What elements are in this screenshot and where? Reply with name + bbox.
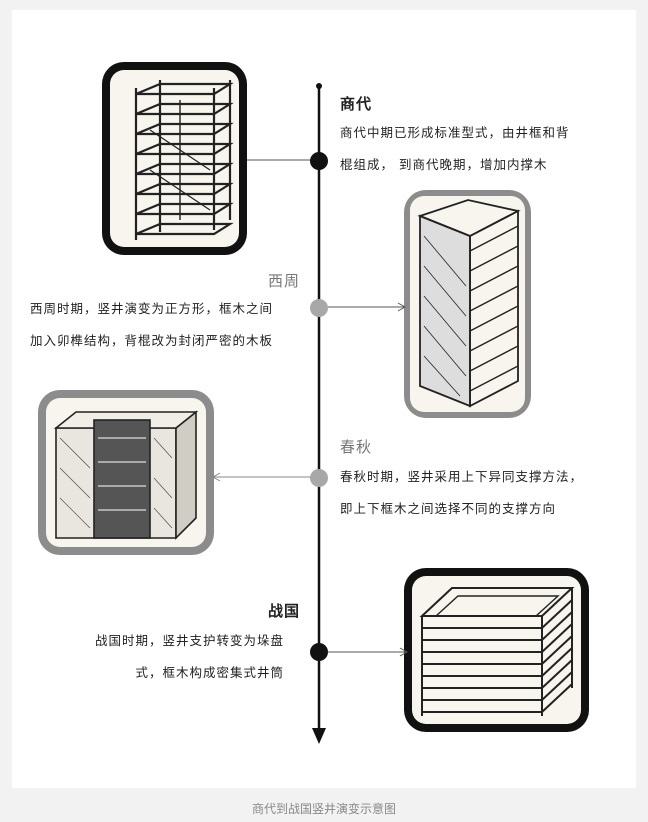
timeline-node-xizhou [310, 299, 328, 317]
era-description-line: 西周时期，竖井演变为正方形，框木之间 [30, 301, 274, 316]
era-description-line: 加入卯榫结构，背棍改为封闭严密的木板 [30, 333, 274, 348]
era-description-line: 棍组成， 到商代晚期，增加内撑木 [340, 157, 548, 172]
era-title-shang: 商代 [340, 95, 373, 113]
era-description-line: 式，框木构成密集式井筒 [135, 665, 285, 680]
timeline-arrow-icon [312, 728, 326, 744]
shang-connector [247, 159, 317, 161]
figure-caption: 商代到战国竖井演变示意图 [251, 802, 396, 816]
era-description-shang: 商代中期已形成标准型式，由井框和背 棍组成， 到商代晚期，增加内撑木 [340, 117, 570, 181]
era-description-line: 商代中期已形成标准型式，由井框和背 [340, 125, 570, 140]
timeline-node-chunqiu [310, 469, 328, 487]
shaft-frame-shang-illustration [110, 70, 239, 247]
era-description-xizhou: 西周时期，竖井演变为正方形，框木之间 加入卯榫结构，背棍改为封闭严密的木板 [30, 293, 273, 357]
era-title-chunqiu: 春秋 [340, 438, 373, 456]
xizhou-illustration-frame [404, 190, 531, 418]
era-description-line: 战国时期，竖井支护转变为垛盘 [95, 633, 285, 648]
chunqiu-illustration-frame [38, 390, 214, 555]
shaft-frame-xizhou-illustration [410, 196, 525, 412]
chunqiu-connector [212, 472, 312, 482]
timeline-node-zhanguo [310, 643, 328, 661]
zhanguo-connector [328, 647, 408, 657]
shaft-frame-chunqiu-illustration [46, 398, 206, 547]
era-description-line: 春秋时期，竖井采用上下异同支撑方法， [340, 469, 584, 484]
timeline-node-shang [310, 152, 328, 170]
xizhou-connector [328, 302, 406, 312]
era-description-line: 即上下框木之间选择不同的支撑方向 [340, 501, 557, 516]
era-description-zhanguo: 战国时期，竖井支护转变为垛盘 式，框木构成密集式井筒 [95, 625, 284, 689]
era-title-xizhou: 西周 [268, 272, 301, 290]
shaft-frame-zhanguo-illustration [412, 576, 581, 724]
zhanguo-illustration-frame [404, 568, 589, 732]
era-title-zhanguo: 战国 [268, 602, 301, 620]
era-description-chunqiu: 春秋时期，竖井采用上下异同支撑方法， 即上下框木之间选择不同的支撑方向 [340, 461, 583, 525]
shang-illustration-frame [102, 62, 247, 255]
